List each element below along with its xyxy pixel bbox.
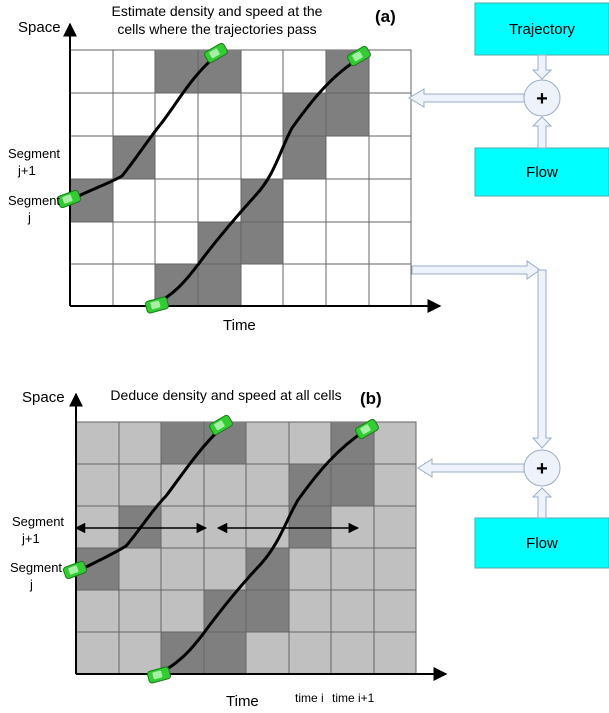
dark-cell [246, 590, 289, 632]
side-flow: Trajectory Flow Flow + + [408, 2, 609, 569]
car-icon [144, 296, 170, 314]
time-i-label: time i [295, 691, 324, 705]
arrow-plus-to-panel-a [408, 88, 525, 108]
dark-cell [161, 422, 204, 464]
segment-lower-b-line1: Segment [10, 560, 62, 575]
car-icon [355, 418, 379, 440]
car-icon [62, 560, 88, 580]
flow-box-top [474, 147, 609, 197]
arrow-flow-to-plus [531, 116, 553, 149]
trajectory-box-label: Trajectory [509, 21, 576, 38]
segment-upper-a-line2: j+1 [17, 163, 36, 178]
time-axis-b-label: Time [226, 693, 259, 710]
flow-box-bottom-label: Flow [526, 535, 558, 552]
trajectory-b-1 [75, 425, 224, 574]
arrow-trajectory-to-plus [531, 54, 553, 80]
plus-node-top-symbol: + [536, 88, 548, 110]
arrow-flow-to-plus-bottom [531, 487, 553, 519]
grid-b [75, 421, 417, 675]
segment-lower-a-line1: Segment [8, 193, 60, 208]
arrow-down-to-plus [531, 269, 553, 449]
segment-upper-b-line2: j+1 [21, 531, 40, 546]
grid-a-lines [70, 50, 411, 306]
dark-cell [204, 632, 246, 674]
panel-a-tag: (a) [375, 7, 396, 26]
dark-cell [198, 264, 241, 306]
panel-a: Space Time Estimate density and speed at… [8, 3, 442, 334]
panel-a-title-line2: cells where the trajectories pass [117, 21, 316, 37]
car-icon [204, 42, 228, 64]
space-axis-b-label: Space [22, 389, 65, 406]
time-i1-label: time i+1 [332, 691, 375, 705]
arrow-panel-a-out [411, 260, 541, 280]
dark-cell [326, 93, 369, 136]
space-axis-a-label: Space [18, 19, 61, 36]
segment-upper-b-line1: Segment [12, 514, 64, 529]
car-icon [209, 414, 233, 436]
dark-cell [155, 50, 198, 93]
time-axis-a-label: Time [223, 317, 256, 334]
plus-node-bottom-symbol: + [536, 458, 548, 480]
dark-cell [289, 506, 331, 548]
dark-cell [241, 222, 283, 264]
panel-a-title-line1: Estimate density and speed at the [112, 3, 323, 19]
flow-box-bottom [474, 517, 609, 569]
flow-box-top-label: Flow [526, 164, 558, 181]
arrow-plus-to-panel-b [417, 458, 525, 478]
dark-cell [283, 93, 326, 136]
trajectory-box [474, 2, 609, 56]
trajectory-b-2 [161, 428, 367, 674]
car-icon [347, 45, 371, 67]
car-icon [146, 666, 172, 684]
segment-upper-a-line1: Segment [8, 146, 60, 161]
grid-b-lines [76, 422, 416, 674]
car-icon [56, 189, 82, 209]
panel-b-tag: (b) [360, 389, 382, 408]
dark-cell [283, 136, 326, 179]
segment-lower-b-line2: j [29, 577, 33, 592]
segment-lower-a-line2: j [27, 210, 31, 225]
trajectory-a-2 [155, 56, 361, 306]
dark-cell [331, 464, 374, 506]
panel-b: Space Time Deduce density and speed at a… [10, 387, 448, 710]
panel-b-title: Deduce density and speed at all cells [110, 387, 341, 403]
trajectory-a-1 [69, 54, 217, 202]
